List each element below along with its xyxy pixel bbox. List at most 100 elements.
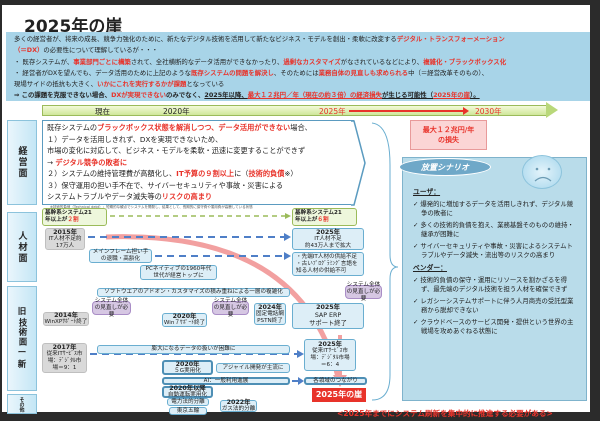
text-segment: 年以上が: [45, 217, 68, 223]
text-segment: 複雑化・ブラックボックス化: [423, 57, 507, 66]
management-arrow-tip: [351, 120, 366, 206]
text: 場：ﾃﾞｼﾞﾀﾙ市: [47, 358, 82, 364]
year: 2025年: [316, 304, 340, 311]
text-segment: （＝DX）: [14, 46, 44, 55]
text: IT人材不足: [314, 235, 342, 242]
review-balloon: システム全体の見直しが必要: [212, 297, 249, 318]
year: 2020年: [172, 313, 197, 320]
text: 自動運転実用化: [167, 392, 208, 398]
text-segment: ３）保守運用の担い手不在で、サイバーセキュリティや事故・災害による: [47, 180, 284, 190]
tech-old-label: 旧: [17, 307, 27, 318]
intro-line: ・ 経営者がDXを望んでも、データ活用のために上記のような既存システムの問題を解…: [14, 68, 582, 79]
management-line: １）データを活用しきれず、DXを実現できないため、: [47, 134, 350, 146]
year: 2022年: [226, 399, 251, 406]
text-segment: 過剰なカスタマイズ: [283, 57, 341, 66]
section-management: 経営面: [7, 120, 37, 205]
text-segment: 、そのためには: [273, 68, 319, 77]
text-segment: ⇒ この課題を克服できない場合、: [14, 91, 112, 100]
section-tech: 旧 技術面 ー 新: [7, 286, 37, 391]
text-segment: 現場サイドの抵抗も大きく、: [14, 80, 98, 89]
text-segment: 場合、: [290, 123, 312, 132]
text-segment: IT予算の９割以上: [176, 169, 235, 178]
tech-label: 技術面: [17, 318, 27, 347]
text-segment: 基幹系システム21: [45, 210, 92, 216]
text: 17万人: [55, 242, 75, 249]
timeline-2030: 2030年: [475, 107, 502, 116]
text: WinXPｻﾎﾟｰﾄ終了: [44, 319, 88, 325]
text: 約43万人まで拡大: [304, 242, 352, 249]
scenario-panel: ユーザ： ✓ 爆発的に増加するデータを活用しきれず、デジタル競争の敗者に✓ 多く…: [402, 157, 587, 401]
text-segment: の必要性について理解しているが・・・: [43, 46, 159, 55]
slide: 2025年の崖 多くの経営者が、将来の成長、競争力強化のために、新たなデジタル技…: [2, 5, 590, 418]
timeline-2020: 2020年: [163, 107, 190, 116]
review-balloon: システム全体の見直しが必要: [92, 298, 131, 318]
tech-2017: 2017年従来ITｻｰﾋﾞｽ市場：ﾃﾞｼﾞﾀﾙ市場＝9：1: [42, 343, 87, 373]
section-hr: 人材面: [7, 212, 37, 282]
text: PSTN終了: [257, 317, 283, 324]
pc-native-box: PCネイティブの1960年代世代が経営トップに: [140, 265, 217, 280]
intro-line: ・ 既存システムが、事業部門ごとに構築されて、全社横断的なデータ活用ができなかっ…: [14, 57, 582, 68]
vendor-heading: ベンダー：: [413, 264, 447, 272]
text-segment: １）データを活用しきれず、DXを実現できないため、: [47, 134, 223, 144]
text-segment: ・ 経営者がDXを望んでも、データ活用のために上記のような: [14, 68, 191, 77]
text: メインフレーム担い手: [92, 249, 149, 255]
management-line: ２）システムの維持管理費が高額化し、IT予算の９割以上に（技術的負債※）: [47, 168, 350, 180]
conclusion: <2025年までにシステム刷新を集中的に推進する必要がある>: [337, 409, 553, 418]
text-segment: DXが実現できない: [111, 91, 167, 100]
text-segment: されて、全社横断的なデータ活用ができなかったり、: [130, 57, 284, 66]
text-segment: →: [47, 157, 56, 167]
text-segment: 市場の変化に対応して、ビジネス・モデルを柔軟・迅速に変更することができず: [47, 146, 306, 155]
text: ５G実用化: [174, 367, 201, 374]
text-segment: ）。: [470, 91, 480, 100]
footnote: ※技術的負債（Technical debt）：短期的な観点でシステムを開発し、結…: [50, 205, 253, 209]
text: ガス法的分離: [221, 406, 256, 412]
list-item: ✓ 技術的負債の保守・運用にリソースを割かざるを得ず、最先端のデジタル技術を担う…: [413, 276, 568, 293]
timeline-now: 現在: [95, 107, 110, 116]
tech-new-label: 新: [17, 359, 27, 370]
text-segment: 2025年以降、: [204, 91, 248, 100]
sad-face-icon: [522, 155, 562, 189]
year: 2020年以降: [169, 385, 206, 392]
timeline-red-arrow: [349, 110, 465, 112]
management-line: 既存システムのブラックボックス状態を解消しつつ、データ活用ができない場合、: [47, 122, 350, 134]
auto-driving: 2020年以降自動運転実用化: [162, 385, 213, 398]
bracket: [371, 122, 399, 401]
text-segment: 既存システムの問題を解決し: [190, 68, 274, 77]
text-segment: ２割: [67, 217, 79, 223]
text: PCネイティブの1960年代: [145, 265, 212, 272]
text: IT人材不足約: [48, 235, 82, 242]
text: Win７ｻﾎﾟｰﾄ終了: [163, 320, 206, 326]
text-segment: に（: [234, 169, 249, 178]
text: SAP ERP: [314, 312, 342, 319]
connect-box: 各領域のつながり: [304, 377, 367, 385]
text-segment: ２）システムの維持管理費が高額化し、: [47, 169, 177, 178]
timeline-2025: 2025年: [319, 107, 346, 116]
text: サポート終了: [309, 320, 347, 327]
list-item: ✓ レガシーシステムサポートに伴う人月商売の受託型業務から脱却できない: [413, 297, 574, 314]
list-item: ✓ 爆発的に増加するデータを活用しきれず、デジタル競争の敗者に: [413, 200, 574, 217]
timeline-bar: 現在 2020年 2025年 2030年: [42, 105, 547, 116]
intro-line: ⇒ この課題を克服できない場合、DXが実現できないのみでなく、2025年以降、最…: [14, 90, 582, 101]
list-item: ✓ 多くの技術的負債を抱え、業務基盤そのものの維持・継承が困難に: [413, 221, 574, 238]
power-box: 電力法的分離: [167, 398, 209, 406]
timeline-arrow-tip: [546, 102, 558, 118]
intro-line: 多くの経営者が、将来の成長、競争力強化のために、新たなデジタル技術を活用して新た…: [14, 34, 582, 45]
management-line: ３）保守運用の担い手不在で、サイバーセキュリティや事故・災害による: [47, 180, 350, 192]
text-segment: 既存システムの: [47, 123, 98, 132]
year: 2014年: [54, 312, 78, 319]
arrow-head-icon: [463, 107, 469, 115]
loss-label: の損失: [438, 136, 459, 144]
management-line: → デジタル競争の敗者に: [47, 157, 350, 169]
loss-box: 最大１２兆円/年の損失: [410, 120, 487, 150]
gas-box: 2022年ガス法的分離: [220, 399, 257, 412]
text-segment: システムトラブルやデータ滅失等の: [47, 192, 162, 201]
text-segment: ６割: [317, 217, 329, 223]
text-segment: が生じる可能性（: [381, 91, 434, 100]
section-other: その他: [7, 394, 37, 414]
